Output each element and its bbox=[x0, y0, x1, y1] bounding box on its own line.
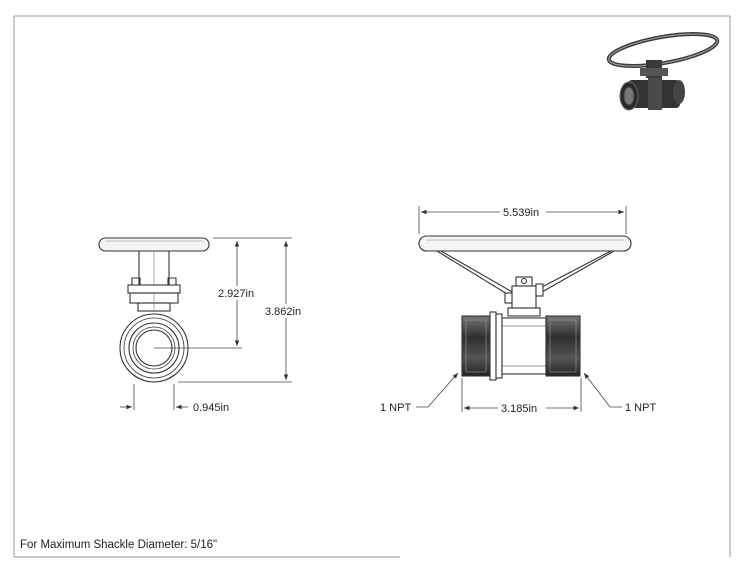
dim-handle-width: 5.539in bbox=[503, 207, 539, 219]
front-view bbox=[418, 235, 632, 381]
drawing-frame bbox=[13, 15, 731, 558]
dim-overall-height: 3.862in bbox=[265, 306, 301, 318]
valve-3d-preview-icon bbox=[606, 32, 720, 111]
side-view bbox=[98, 237, 210, 383]
callout-right-port: 1 NPT bbox=[625, 402, 656, 414]
callout-left-port: 1 NPT bbox=[380, 402, 411, 414]
shackle-note: For Maximum Shackle Diameter: 5/16" bbox=[20, 539, 218, 551]
front-view-dimension-lines bbox=[416, 206, 627, 412]
dim-port-offset: 0.945in bbox=[193, 402, 229, 414]
dim-body-length: 3.185in bbox=[501, 403, 537, 415]
dim-handle-height: 2.927in bbox=[218, 288, 254, 300]
